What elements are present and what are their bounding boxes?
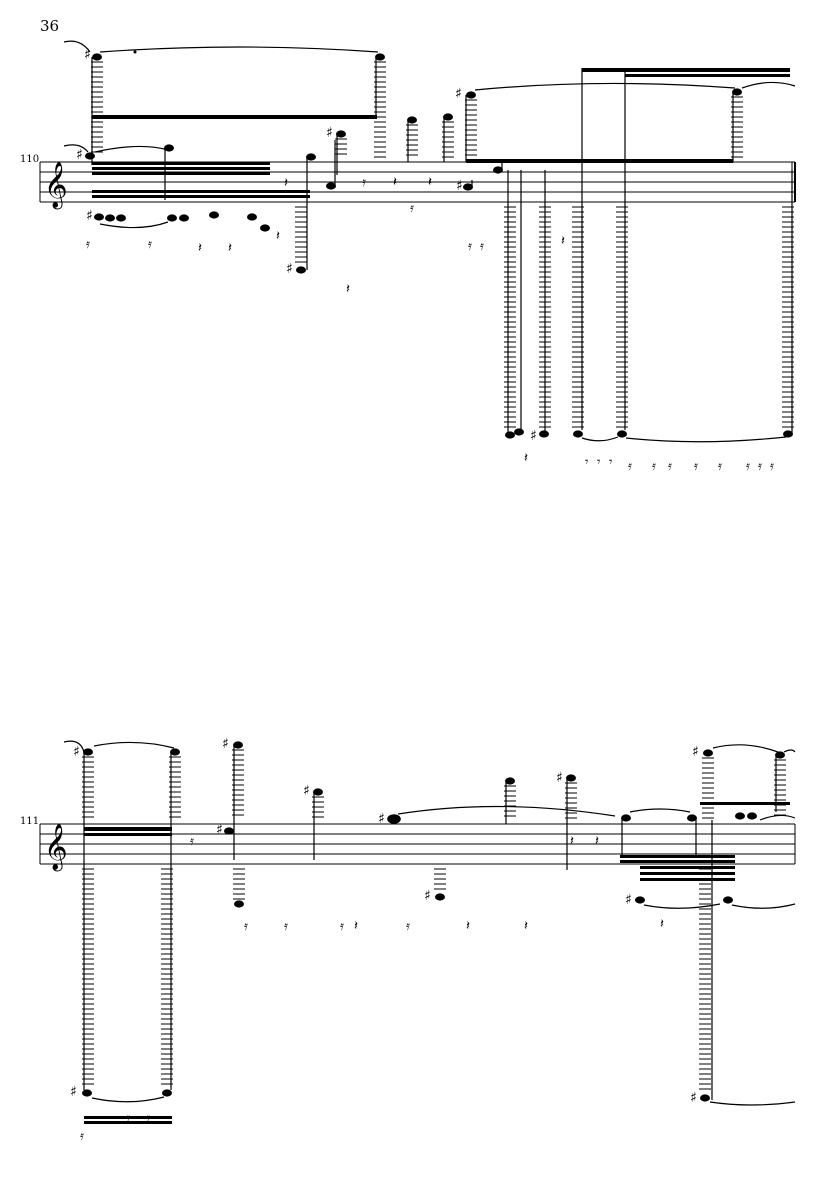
svg-text:𝄾: 𝄾 (597, 455, 601, 470)
svg-text:𝄿: 𝄿 (746, 459, 750, 474)
svg-text:𝄞: 𝄞 (44, 824, 68, 872)
upper-voice-110: ♯ ♯ ♯ (63, 40, 796, 430)
svg-text:♯: ♯ (70, 1084, 77, 1100)
svg-text:♯: ♯ (692, 744, 699, 760)
svg-text:♯: ♯ (286, 261, 293, 277)
svg-text:♯: ♯ (86, 208, 93, 224)
svg-text:𝄿: 𝄿 (406, 919, 410, 934)
svg-text:𝄽: 𝄽 (228, 241, 232, 256)
svg-text:𝄽: 𝄽 (428, 175, 432, 190)
svg-text:𝄿: 𝄿 (652, 459, 656, 474)
staff-111 (39, 823, 796, 865)
svg-text:𝄿: 𝄿 (694, 459, 698, 474)
measure-number-111: 111 (20, 816, 40, 827)
svg-text:♯: ♯ (424, 888, 431, 904)
svg-text:𝄿: 𝄿 (718, 459, 722, 474)
svg-text:𝄽: 𝄽 (561, 234, 565, 249)
svg-text:♯: ♯ (76, 147, 83, 163)
svg-text:𝄞: 𝄞 (44, 162, 68, 210)
svg-text:𝄿: 𝄿 (244, 919, 248, 934)
svg-text:𝄿: 𝄿 (126, 1111, 130, 1126)
svg-text:♯: ♯ (216, 822, 223, 838)
lower-voice-110: ♯ ♯ 𝄽 𝄽 𝄽 𝄽 𝄽 𝄽 𝄽 𝄿 𝄿 𝄿 𝄿 𝄿 𝄿 (86, 175, 484, 297)
svg-text:𝄿: 𝄿 (770, 459, 774, 474)
svg-text:𝄽: 𝄽 (346, 282, 350, 297)
svg-text:♯: ♯ (303, 783, 310, 799)
svg-text:𝄿: 𝄿 (146, 1111, 150, 1126)
svg-text:𝄿: 𝄿 (362, 175, 366, 190)
svg-text:♯: ♯ (222, 736, 229, 752)
page-number: 36 (40, 17, 60, 35)
middle-voice-111 (620, 802, 796, 1100)
svg-text:𝄽: 𝄽 (284, 176, 288, 191)
svg-text:♯: ♯ (690, 1090, 697, 1106)
upper-voice-111: ♯ ♯ ♯ ♯ ♯ ♯ ♯ (63, 736, 796, 1090)
ledger-lines (82, 61, 794, 1090)
svg-text:𝄿: 𝄿 (340, 919, 344, 934)
svg-text:𝄿: 𝄿 (758, 459, 762, 474)
treble-clef-icon: 𝄞 (44, 824, 68, 872)
svg-text:♯: ♯ (455, 86, 462, 102)
lower-voice-111: ♯ ♯ ♯ ♯ 𝄿 𝄿 𝄿 𝄿 𝄽 𝄿 𝄽 𝄽 𝄽 𝄽 (70, 834, 796, 1144)
svg-text:𝄽: 𝄽 (524, 451, 528, 466)
svg-text:𝄿: 𝄿 (410, 201, 414, 216)
svg-text:𝄽: 𝄽 (524, 919, 528, 934)
svg-text:𝄽: 𝄽 (595, 834, 599, 849)
svg-text:𝄿: 𝄿 (668, 459, 672, 474)
svg-text:♯: ♯ (84, 47, 91, 63)
svg-text:𝄽: 𝄽 (570, 834, 574, 849)
svg-text:𝄽: 𝄽 (198, 241, 202, 256)
svg-text:𝄿: 𝄿 (190, 834, 194, 849)
measure-number-110: 110 (20, 154, 40, 165)
svg-text:𝄽: 𝄽 (466, 919, 470, 934)
svg-text:♯: ♯ (556, 770, 563, 786)
svg-text:𝄿: 𝄿 (284, 919, 288, 934)
svg-text:𝄾: 𝄾 (609, 455, 613, 470)
svg-text:𝄿: 𝄿 (468, 239, 472, 254)
svg-text:𝄽: 𝄽 (276, 229, 280, 244)
svg-text:𝄿: 𝄿 (86, 237, 90, 252)
svg-text:𝄿: 𝄿 (80, 1129, 84, 1144)
svg-text:♯: ♯ (625, 892, 632, 908)
svg-text:𝄽: 𝄽 (660, 917, 664, 932)
svg-text:♯: ♯ (378, 811, 385, 827)
svg-text:♯: ♯ (530, 428, 537, 444)
svg-text:𝄾: 𝄾 (585, 455, 589, 470)
svg-text:♯: ♯ (73, 744, 80, 760)
svg-text:♯: ♯ (326, 125, 333, 141)
svg-text:𝄿: 𝄿 (480, 239, 484, 254)
svg-text:𝄿: 𝄿 (628, 459, 632, 474)
treble-clef-icon: 𝄞 (44, 162, 68, 210)
svg-text:𝄽: 𝄽 (393, 175, 397, 190)
bass-voice-110: ♯ 𝄽 𝄽 𝄾 𝄾 𝄾 𝄿 𝄿 𝄿 𝄿 𝄿 𝄿 𝄿 𝄿 (505, 170, 793, 474)
svg-text:♯: ♯ (456, 178, 463, 194)
middle-voice-110: ♯ ♯ (63, 140, 503, 270)
svg-text:𝄽: 𝄽 (354, 919, 358, 934)
svg-text:𝄿: 𝄿 (148, 237, 152, 252)
